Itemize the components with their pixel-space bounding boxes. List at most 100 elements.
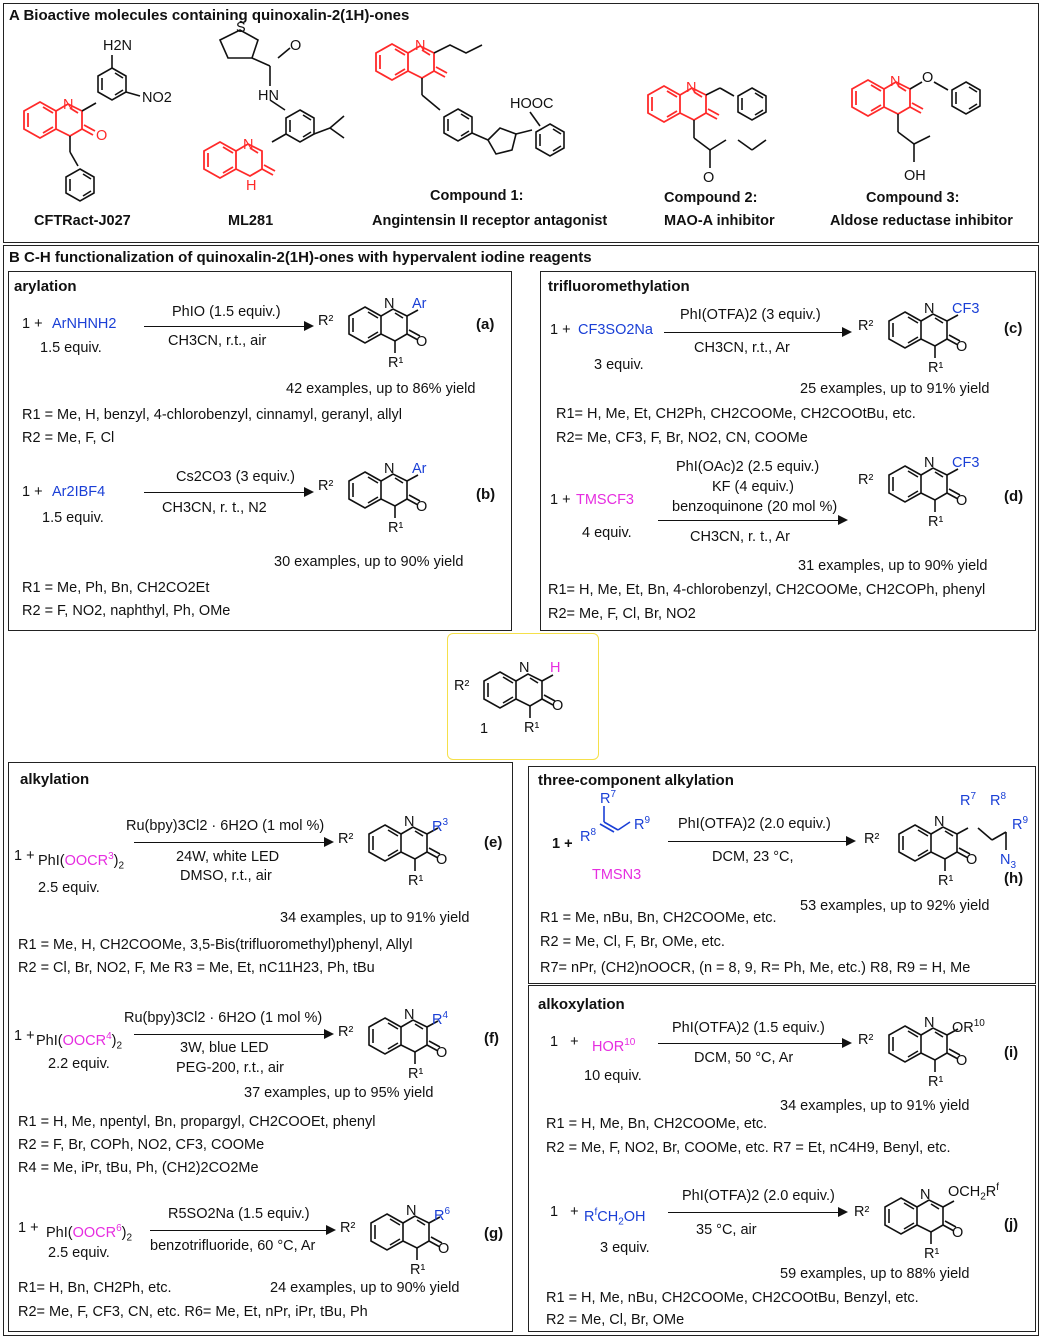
a-o: O	[416, 334, 428, 350]
section-a-header: A Bioactive molecules containing quinoxa…	[9, 7, 410, 24]
a-cond-bottom: CH3CN, r.t., air	[168, 333, 267, 349]
d-reagent: TMSCF3	[576, 492, 634, 508]
j-one: 1 +	[550, 1204, 579, 1220]
c-arrow	[664, 327, 852, 337]
cftr-o: O	[96, 128, 108, 144]
section-b-frame	[3, 245, 1039, 1336]
f-label: (f)	[484, 1030, 499, 1047]
e-label: (e)	[484, 834, 503, 851]
c-examples: 25 examples, up to 91% yield	[800, 381, 990, 397]
j-arrow	[668, 1207, 848, 1217]
alkoxylation-title: alkoxylation	[538, 996, 625, 1013]
cftr-no2: NO2	[142, 90, 172, 106]
d-one: 1 +	[550, 492, 571, 508]
h-r1: R¹	[938, 873, 954, 889]
c-equiv: 3 equiv.	[594, 357, 644, 373]
j-label: (j)	[1004, 1216, 1019, 1233]
f-r2-list: R2 = F, Br, COPh, NO2, CF3, COOMe	[18, 1137, 265, 1153]
b-r1: R¹	[388, 520, 404, 536]
c-cond-top: PhI(OTFA)2 (3 equiv.)	[680, 307, 821, 323]
panel-trifluoromethylation	[540, 271, 1036, 631]
e-r2-list: R2 = Cl, Br, NO2, F, Me R3 = Me, Et, nC1…	[18, 960, 375, 976]
e-cond-top: Ru(bpy)3Cl2 · 6H2O (1 mol %)	[126, 818, 325, 834]
f-r4-list: R4 = Me, iPr, tBu, Ph, (CH2)2CO2Me	[18, 1160, 259, 1176]
ml281-h: H	[246, 178, 257, 194]
h-r8-product: R8	[990, 791, 1007, 809]
h-sidechain	[977, 827, 1007, 850]
g-r1: R¹	[410, 1262, 426, 1278]
f-r1-list: R1 = H, Me, npentyl, Bn, propargyl, CH2C…	[18, 1114, 376, 1130]
f-cond-2: 3W, blue LED	[180, 1040, 269, 1056]
d-cond-1: PhI(OAc)2 (2.5 equiv.)	[676, 459, 820, 475]
f-o: O	[436, 1045, 448, 1061]
a-sub: Ar	[412, 296, 427, 312]
c-reagent: CF3SO2Na	[578, 322, 653, 338]
molecule-cftr	[23, 55, 141, 202]
j-r1: R¹	[924, 1246, 940, 1262]
cftr-name: CFTRact-J027	[34, 213, 131, 229]
d-r2-list: R2= Me, F, Cl, Br, NO2	[548, 606, 696, 622]
h-r2: R²	[864, 831, 880, 847]
h-r1-list: R1 = Me, nBu, Bn, CH2COOMe, etc.	[540, 910, 777, 926]
molecule-compound-3	[851, 79, 981, 162]
c-r2-list: R2= Me, CF3, F, Br, NO2, CN, COOMe	[556, 430, 808, 446]
j-r1-list: R1 = H, Me, nBu, CH2COOMe, CH2COOtBu, Be…	[546, 1290, 919, 1306]
f-examples: 37 examples, up to 95% yield	[244, 1085, 434, 1101]
i-reagent: HOR10	[592, 1037, 636, 1055]
f-cond-3: PEG-200, r.t., air	[176, 1060, 284, 1076]
d-label: (d)	[1004, 488, 1024, 505]
panel-three-component	[528, 766, 1036, 984]
f-n: N	[404, 1007, 415, 1023]
h-alkene	[599, 806, 631, 833]
g-arrow	[150, 1225, 336, 1235]
g-r1-list: R1= H, Bn, CH2Ph, etc.	[18, 1280, 172, 1296]
arylation-title: arylation	[14, 278, 77, 295]
h-r7-list: R7= nPr, (CH2)nOOCR, (n = 8, 9, R= Ph, M…	[540, 960, 971, 976]
h-cond-bottom: DCM, 23 °C,	[712, 849, 794, 865]
i-o: O	[956, 1053, 968, 1069]
d-cond-3: benzoquinone (20 mol %)	[672, 499, 838, 515]
g-equiv: 2.5 equiv.	[48, 1245, 110, 1261]
g-label: (g)	[484, 1225, 504, 1242]
a-n: N	[384, 296, 395, 312]
i-equiv: 10 equiv.	[584, 1068, 642, 1084]
a-label: (a)	[476, 316, 495, 333]
i-arrow	[658, 1038, 852, 1048]
e-n: N	[404, 814, 415, 830]
d-cond-2: KF (4 equiv.)	[712, 479, 794, 495]
d-cond-bottom: CH3CN, r. t., Ar	[690, 529, 790, 545]
f-reagent: PhI(OOCR4)2	[36, 1031, 123, 1052]
h-r8: R8	[580, 827, 597, 845]
e-sub: R3	[432, 817, 449, 835]
center-label: 1	[480, 721, 489, 737]
compound2-n: N	[686, 80, 697, 96]
g-cond-bottom: benzotrifluoride, 60 °C, Ar	[150, 1238, 316, 1254]
molecule-compound-2	[647, 85, 767, 168]
g-r2: R²	[340, 1220, 356, 1236]
h-r9-product: R9	[1012, 815, 1029, 833]
i-cond-bottom: DCM, 50 °C, Ar	[694, 1050, 794, 1066]
compound2-o: O	[703, 170, 715, 186]
a-equiv: 1.5 equiv.	[40, 340, 102, 356]
compound1-subtitle: Angintensin II receptor antagonist	[372, 213, 608, 229]
j-r2-list: R2 = Me, Cl, Br, OMe	[546, 1312, 685, 1328]
b-cond-top: Cs2CO3 (3 equiv.)	[176, 469, 295, 485]
panel-alkylation	[8, 762, 513, 1332]
i-label: (i)	[1004, 1044, 1019, 1061]
molecule-compound-1	[375, 43, 565, 157]
ml281-n: N	[243, 137, 254, 153]
d-equiv: 4 equiv.	[582, 525, 632, 541]
i-product	[888, 1025, 961, 1073]
a-reagent: ArNHNH2	[52, 316, 117, 332]
b-r1-list: R1 = Me, Ph, Bn, CH2CO2Et	[22, 580, 210, 596]
compound1-n: N	[415, 38, 426, 54]
a-arrow	[144, 321, 314, 331]
h-arrow	[668, 836, 856, 846]
h-n: N	[934, 814, 945, 830]
j-sub: OCH2Rf	[948, 1182, 1000, 1203]
compound1-hooc: HOOC	[510, 96, 554, 112]
g-cond-top: R5SO2Na (1.5 equiv.)	[168, 1206, 310, 1222]
b-r2: R²	[318, 478, 334, 494]
c-r1: R¹	[928, 360, 944, 376]
c-sub: CF3	[952, 301, 980, 317]
